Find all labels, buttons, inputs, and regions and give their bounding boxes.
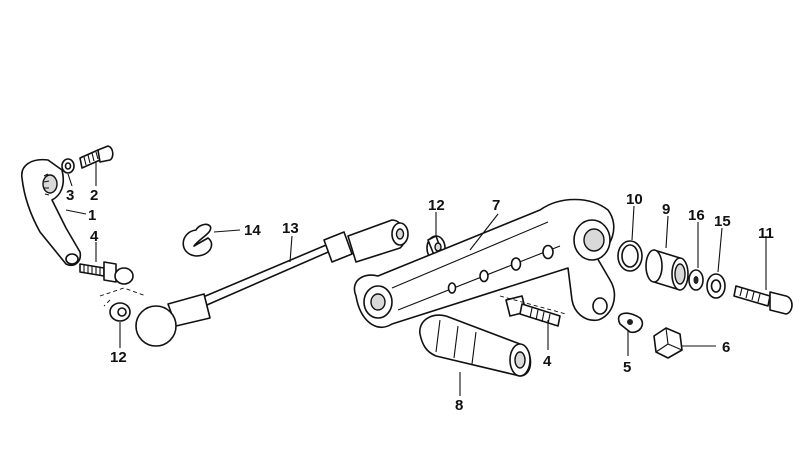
shift-rod-13 — [135, 219, 409, 347]
o-ring-10 — [617, 240, 643, 272]
bushing-sleeve-9 — [645, 249, 689, 291]
callout-2: 2 — [90, 187, 98, 204]
callout-11: 11 — [758, 225, 774, 242]
spring-clip-14 — [182, 223, 213, 257]
ball-stud-4-left — [79, 261, 134, 285]
callout-9: 9 — [662, 201, 670, 218]
bushing-12-left — [109, 302, 131, 322]
callout-15: 15 — [714, 213, 731, 230]
callout-4-left: 4 — [90, 228, 99, 245]
callout-10: 10 — [626, 191, 643, 208]
callout-5: 5 — [623, 359, 631, 376]
callout-12-right: 12 — [428, 197, 445, 214]
washer-3 — [61, 158, 75, 174]
callout-7: 7 — [492, 197, 500, 214]
foot-peg-8 — [419, 314, 532, 377]
callout-13: 13 — [282, 220, 299, 237]
callout-12-left: 12 — [110, 349, 127, 366]
callout-6: 6 — [722, 339, 730, 356]
callout-14: 14 — [244, 222, 261, 239]
cap-nut-6 — [653, 327, 683, 359]
stud-4-right — [505, 295, 561, 327]
leader-lines — [65, 162, 767, 396]
washer-5 — [617, 312, 644, 334]
callout-1: 1 — [88, 207, 96, 224]
bolt-11 — [733, 285, 793, 315]
callout-4-right: 4 — [543, 353, 552, 370]
washer-16 — [688, 269, 704, 291]
shift-lever-arm — [21, 158, 82, 267]
washer-15 — [706, 273, 726, 299]
bolt-2 — [79, 145, 114, 169]
footrest-bracket-7 — [353, 198, 616, 329]
callout-3: 3 — [66, 187, 74, 204]
callout-labels: 1 2 3 4 12 14 13 12 7 10 9 16 15 11 4 5 … — [66, 187, 774, 414]
callout-8: 8 — [455, 397, 463, 414]
callout-16: 16 — [688, 207, 705, 224]
